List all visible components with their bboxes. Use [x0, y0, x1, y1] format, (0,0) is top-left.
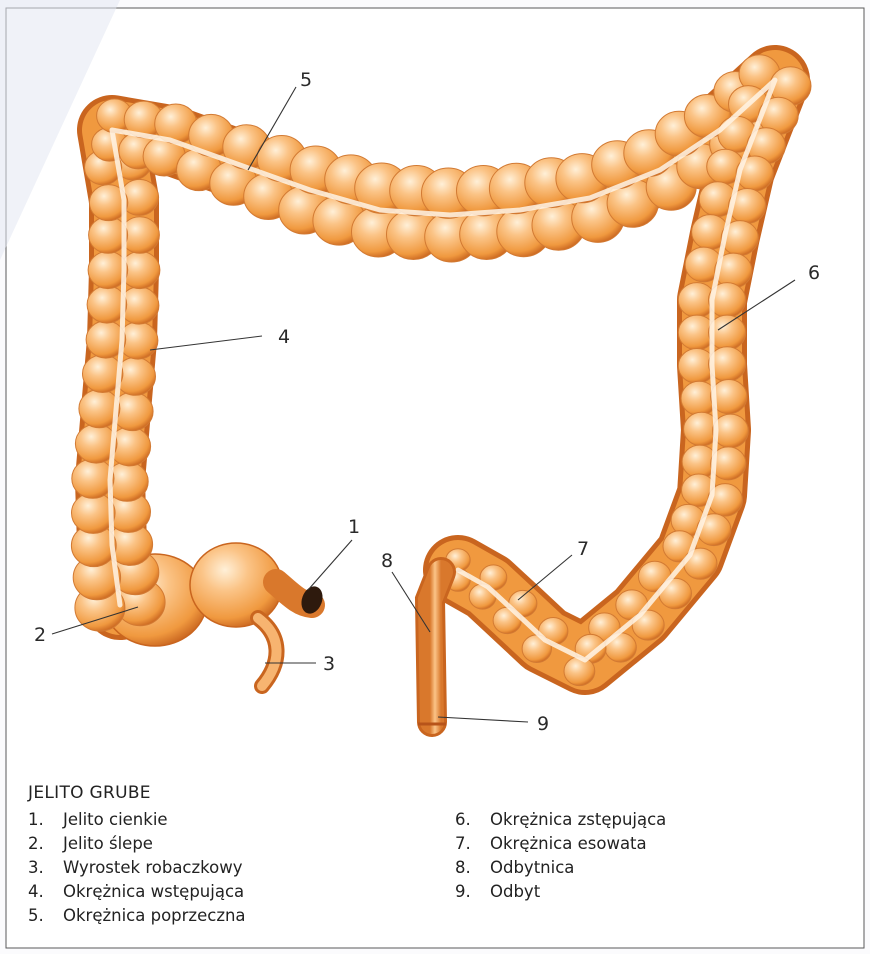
legend-item-label: Okrężnica zstępująca	[490, 808, 666, 832]
legend-item-number: 9.	[455, 880, 490, 904]
legend-item-number: 1.	[28, 808, 63, 832]
rectum	[430, 572, 441, 722]
legend-item: 8.Odbytnica	[455, 856, 666, 880]
haustrum	[564, 657, 595, 686]
legend-item-number: 7.	[455, 832, 490, 856]
callout-5: 5	[300, 69, 312, 91]
legend-item: 6.Okrężnica zstępująca	[455, 808, 666, 832]
legend-item: 9.Odbyt	[455, 880, 666, 904]
legend-title: JELITO GRUBE	[28, 783, 151, 803]
legend-item-label: Jelito cienkie	[63, 808, 168, 832]
legend-item-number: 5.	[28, 904, 63, 928]
legend-item-number: 4.	[28, 880, 63, 904]
callout-6: 6	[808, 262, 820, 284]
legend-item-label: Odbyt	[490, 880, 540, 904]
legend-item-number: 2.	[28, 832, 63, 856]
legend-item-label: Okrężnica poprzeczna	[63, 904, 246, 928]
legend-item-label: Odbytnica	[490, 856, 574, 880]
legend-item-number: 6.	[455, 808, 490, 832]
legend-item-number: 8.	[455, 856, 490, 880]
legend-item-label: Wyrostek robaczkowy	[63, 856, 242, 880]
legend-item: 4.Okrężnica wstępująca	[28, 880, 246, 904]
callout-9: 9	[537, 713, 549, 735]
legend-item-number: 3.	[28, 856, 63, 880]
legend-item: 5.Okrężnica poprzeczna	[28, 904, 246, 928]
legend-item: 2.Jelito ślepe	[28, 832, 246, 856]
legend-item: 3.Wyrostek robaczkowy	[28, 856, 246, 880]
callout-1: 1	[348, 516, 360, 538]
callout-4: 4	[278, 326, 290, 348]
legend-item: 7.Okrężnica esowata	[455, 832, 666, 856]
callout-2: 2	[34, 624, 46, 646]
legend-item-label: Okrężnica wstępująca	[63, 880, 244, 904]
callout-3: 3	[323, 653, 335, 675]
legend-item-label: Okrężnica esowata	[490, 832, 647, 856]
callout-7: 7	[577, 538, 589, 560]
legend-item-label: Jelito ślepe	[63, 832, 153, 856]
callout-8: 8	[381, 550, 393, 572]
legend-item: 1.Jelito cienkie	[28, 808, 246, 832]
